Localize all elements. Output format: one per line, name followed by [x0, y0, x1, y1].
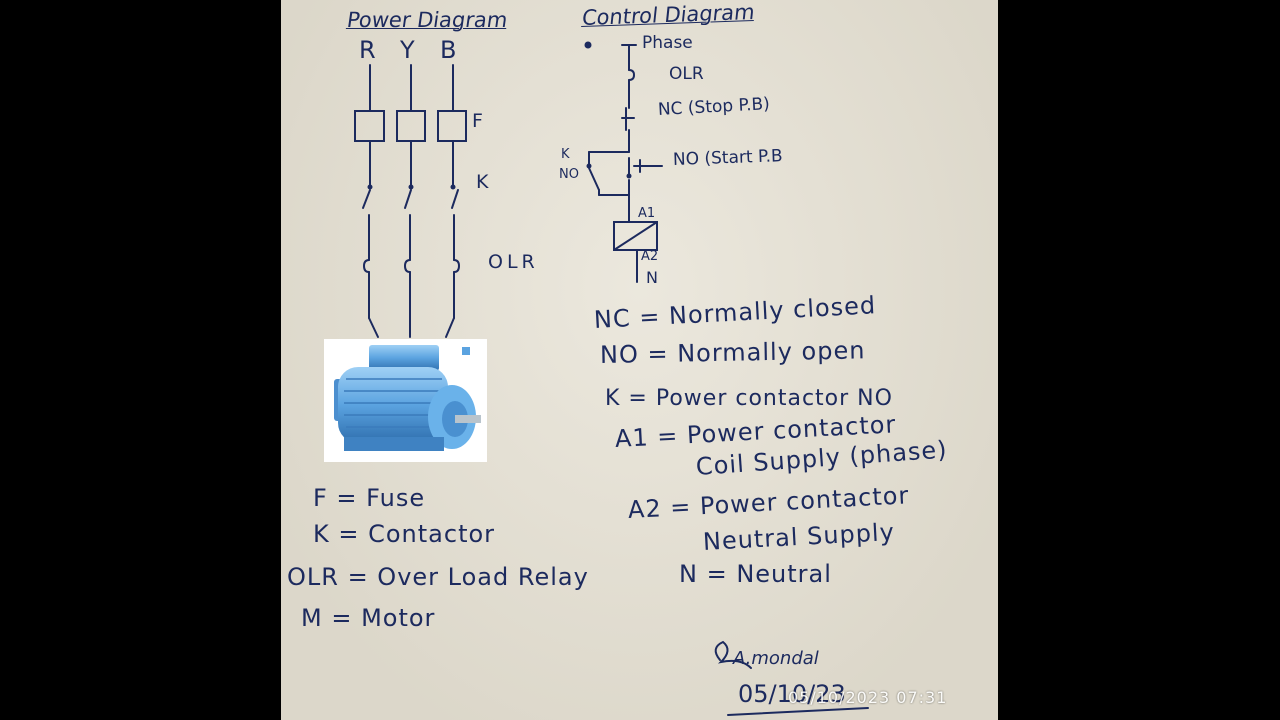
control-circuit [588, 44, 663, 283]
legend-k: K = Power contactor NO [605, 386, 893, 411]
legend-neutral: N = Neutral [679, 560, 832, 588]
no-contact-label: NO [559, 167, 579, 182]
legend-fuse: F = Fuse [313, 484, 426, 512]
start-pb-label: NO (Start P.B [672, 146, 784, 170]
motor-icon [334, 345, 481, 451]
phase-label-b: B [440, 36, 458, 64]
paper-sheet [281, 0, 998, 720]
phase-label-y: Y [400, 36, 416, 64]
signature-flourish [714, 640, 752, 669]
power-diagram-title: Power Diagram [345, 8, 510, 32]
photo-timestamp: 05/10/2023 07:31 [788, 688, 948, 707]
legend-contactor: K = Contactor [313, 520, 496, 548]
legend-no: NO = Normally open [599, 336, 866, 369]
power-line-r [354, 64, 385, 338]
control-olr-label: OLR [669, 64, 704, 84]
k-contact-label: K [561, 147, 570, 162]
contactor-label: K [476, 171, 489, 193]
control-phase-label: Phase [642, 33, 693, 53]
power-line-b [437, 64, 467, 338]
a2-label: A2 [641, 249, 659, 264]
signature-date: 05/10/23 [738, 680, 846, 708]
signature-underline [727, 707, 869, 716]
power-line-y [396, 64, 426, 338]
phase-label-r: R [359, 36, 377, 64]
legend-olr: OLR = Over Load Relay [287, 563, 589, 591]
motor-image [324, 339, 487, 462]
fuse-label: F [472, 110, 483, 132]
n-label: N [646, 268, 658, 287]
olr-label: OLR [488, 251, 539, 273]
legend-motor: M = Motor [301, 604, 436, 632]
signature-name: A.mondal [733, 648, 819, 669]
a1-label: A1 [638, 206, 656, 221]
